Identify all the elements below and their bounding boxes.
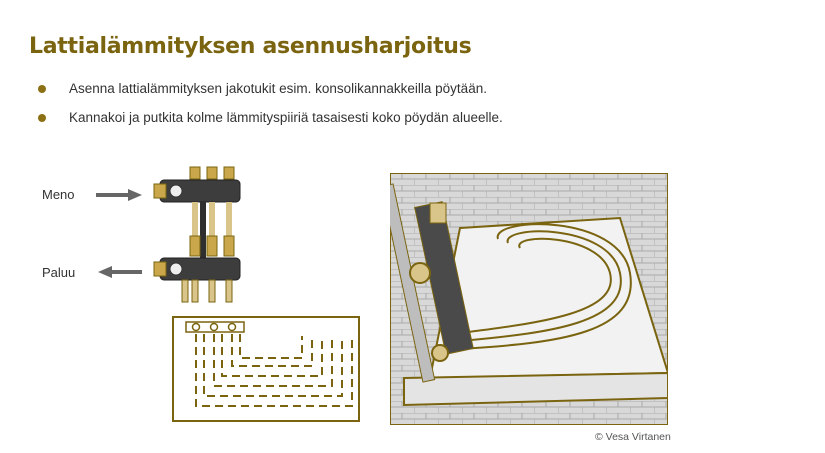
bullet-dot-icon	[38, 114, 46, 122]
bullet-dot-icon	[38, 85, 46, 93]
bullet-item: Asenna lattialämmityksen jakotukit esim.…	[38, 80, 503, 109]
return-label: Paluu	[42, 265, 76, 280]
bullet-item: Kannakoi ja putkita kolme lämmityspiiriä…	[38, 109, 503, 138]
supply-label: Meno	[42, 187, 75, 202]
supply-arrow-icon	[96, 189, 142, 201]
bullet-text: Kannakoi ja putkita kolme lämmityspiiriä…	[69, 110, 503, 125]
slide-title: Lattialämmityksen asennusharjoitus	[29, 34, 472, 59]
photo-credit: © Vesa Virtanen	[595, 431, 671, 443]
manifold-image	[153, 166, 241, 303]
bullet-list: Asenna lattialämmityksen jakotukit esim.…	[38, 80, 503, 138]
return-arrow-icon	[98, 266, 142, 278]
circuit-diagram	[172, 316, 360, 422]
installation-photo	[390, 173, 668, 425]
bullet-text: Asenna lattialämmityksen jakotukit esim.…	[69, 81, 487, 96]
